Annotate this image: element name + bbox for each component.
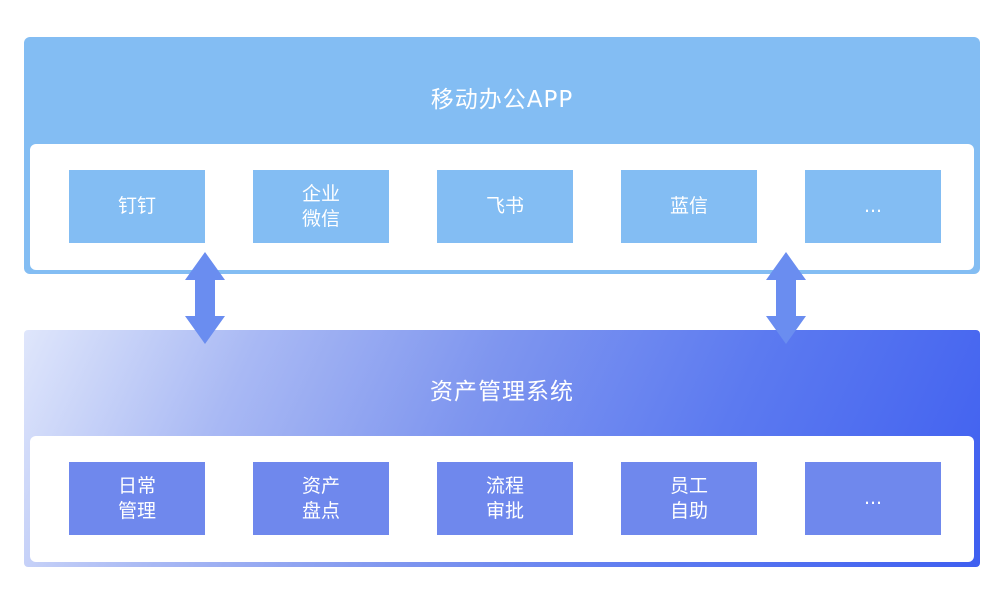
app-item-dingtalk: 钉钉 xyxy=(69,170,205,243)
module-employee-self-service: 员工 自助 xyxy=(621,462,757,535)
asset-management-system-layer: 资产管理系统 日常 管理 资产 盘点 流程 审批 员工 自助 ... xyxy=(24,330,980,567)
mobile-office-app-title: 移动办公APP xyxy=(430,87,574,113)
double-arrow-vertical-icon xyxy=(766,252,806,344)
mobile-office-app-layer: 移动办公APP 钉钉 企业 微信 飞书 蓝信 ... xyxy=(24,37,980,274)
mobile-office-app-container: 钉钉 企业 微信 飞书 蓝信 ... xyxy=(30,144,974,270)
asset-management-system-container: 日常 管理 资产 盘点 流程 审批 员工 自助 ... xyxy=(30,436,974,562)
module-more: ... xyxy=(805,462,941,535)
app-item-lanxin: 蓝信 xyxy=(621,170,757,243)
module-daily-management: 日常 管理 xyxy=(69,462,205,535)
app-item-feishu: 飞书 xyxy=(437,170,573,243)
module-process-approval: 流程 审批 xyxy=(437,462,573,535)
app-item-wecom: 企业 微信 xyxy=(253,170,389,243)
app-item-more: ... xyxy=(805,170,941,243)
asset-management-system-title: 资产管理系统 xyxy=(430,379,574,405)
module-asset-inventory: 资产 盘点 xyxy=(253,462,389,535)
double-arrow-vertical-icon xyxy=(185,252,225,344)
